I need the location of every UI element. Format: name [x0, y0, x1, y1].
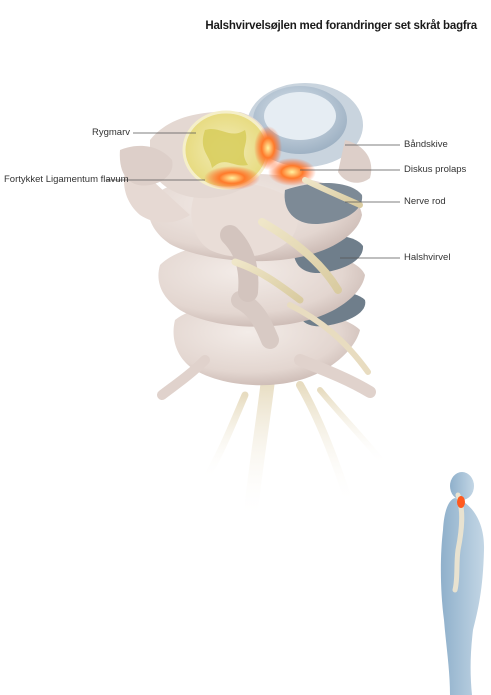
label-baandskive: Båndskive — [404, 139, 448, 150]
label-diskus-prolaps: Diskus prolaps — [404, 164, 466, 175]
label-nerve-rod: Nerve rod — [404, 196, 446, 207]
cord-inflammation-highlight — [254, 126, 282, 170]
lower-nerve-roots — [205, 380, 385, 520]
label-rygmarv: Rygmarv — [92, 127, 130, 138]
human-figure-silhouette — [441, 472, 484, 695]
label-halshvirvel: Halshvirvel — [404, 252, 450, 263]
ligamentum-flavum-highlight — [204, 166, 260, 190]
label-ligamentum-flavum: Fortykket Ligamentum flavum — [4, 174, 129, 185]
